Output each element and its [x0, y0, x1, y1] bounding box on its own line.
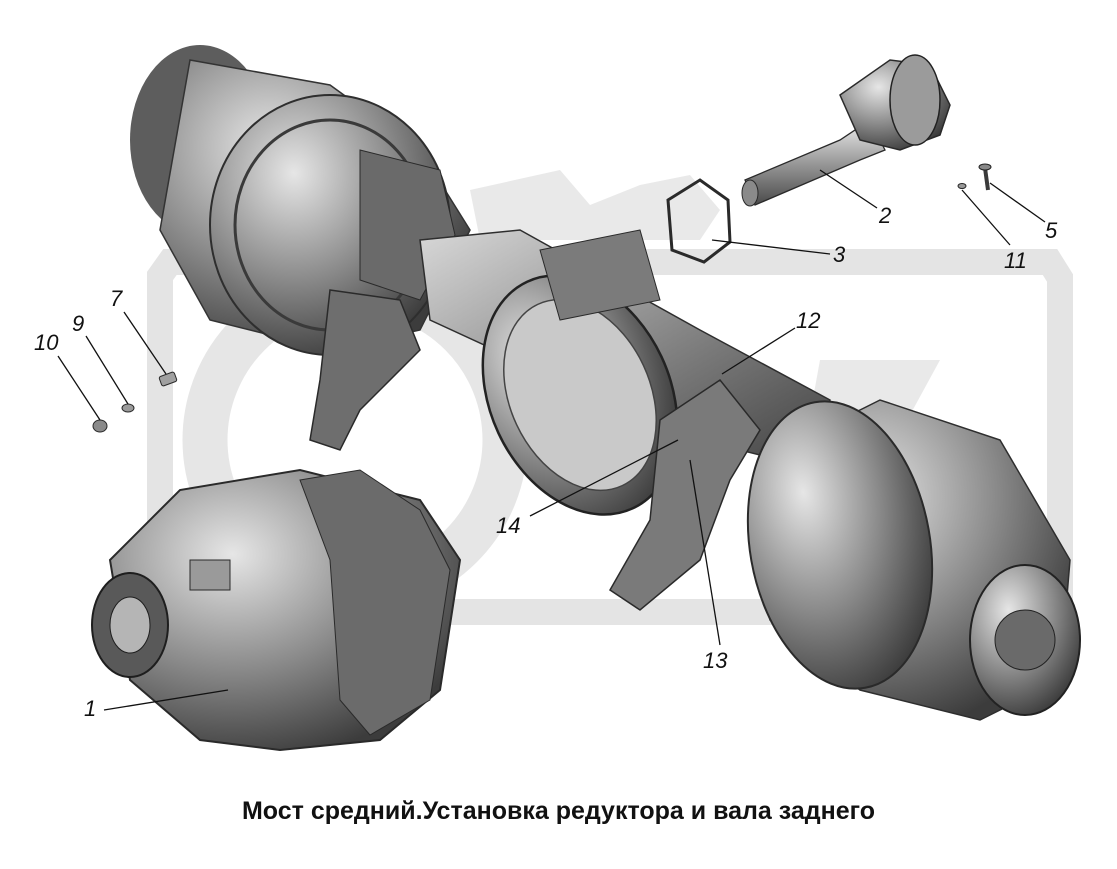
spring-bracket [309, 289, 421, 451]
leader-13 [689, 459, 721, 646]
callout-3: 3 [833, 242, 846, 267]
leader-lines [57, 169, 1046, 711]
figure-caption: Мост средний.Установка редуктора и вала … [241, 797, 875, 825]
callout-13: 13 [703, 648, 728, 673]
washer-part-11 [957, 183, 967, 189]
washer-part-9 [121, 403, 135, 413]
callout-11: 11 [1004, 248, 1027, 273]
leader-2 [819, 169, 878, 209]
callout-1: 1 [84, 696, 96, 721]
leader-9 [85, 335, 129, 405]
bolt-part-5 [978, 163, 992, 191]
callout-5: 5 [1045, 218, 1058, 243]
reducer-part-1 [91, 468, 462, 752]
callout-9: 9 [72, 311, 84, 336]
leader-3 [711, 239, 831, 255]
axle-assembly [130, 45, 1081, 721]
leader-1 [103, 689, 229, 711]
leader-10 [57, 355, 101, 421]
callout-7: 7 [110, 286, 123, 311]
pin-part-7 [158, 371, 178, 387]
callout-labels: 1 2 3 5 7 9 10 11 12 13 14 [34, 203, 1058, 721]
right-wheel-hub [746, 399, 1081, 721]
callout-2: 2 [878, 203, 891, 228]
axle-differential-housing [481, 229, 679, 516]
callout-12: 12 [796, 308, 820, 333]
leader-7 [123, 311, 167, 375]
leader-5 [989, 182, 1046, 223]
rear-shaft-part-2 [741, 54, 951, 207]
left-wheel-hub [130, 45, 471, 356]
leader-12 [721, 327, 796, 375]
leader-11 [961, 189, 1011, 246]
suspension-bracket [609, 378, 761, 611]
nut-part-10 [92, 419, 108, 433]
leader-14 [529, 439, 679, 517]
callout-10: 10 [34, 330, 59, 355]
callout-14: 14 [496, 513, 520, 538]
